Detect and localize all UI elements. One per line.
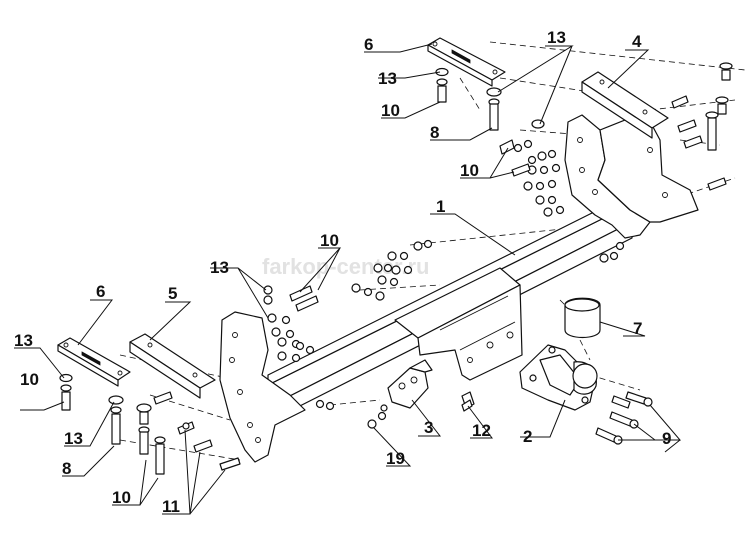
callout-10-upper: 10: [381, 101, 400, 120]
bracket-4: [581, 71, 669, 139]
bolts-lower-left: [59, 373, 241, 475]
callout-13-upper-right: 13: [547, 28, 566, 47]
callout-9: 9: [662, 429, 671, 448]
callout-3: 3: [424, 418, 433, 437]
callout-11: 11: [162, 497, 180, 516]
plate-6-lower: [57, 337, 131, 387]
callout-13-left: 13: [14, 331, 33, 350]
callout-10-middle: 10: [320, 231, 339, 250]
leader-lines: [14, 43, 682, 515]
callout-6-upper: 6: [364, 35, 373, 54]
bolts-upper: [435, 67, 545, 177]
socket-plate: [387, 359, 433, 409]
callout-13-bottom: 13: [64, 429, 83, 448]
left-side-plate: [219, 311, 306, 463]
nut-cluster-left: [263, 285, 335, 411]
nut-cluster-right: [523, 149, 625, 263]
crossbar-beam: [267, 199, 633, 415]
ball-cap: [564, 297, 601, 339]
bolt-12: [461, 391, 475, 412]
callout-4: 4: [632, 32, 642, 51]
callout-19: 19: [386, 449, 405, 468]
callout-10-right: 10: [460, 161, 479, 180]
callout-8-lower: 8: [62, 459, 71, 478]
towball-flange: [519, 344, 598, 411]
bracket-5: [129, 333, 216, 399]
callout-5: 5: [168, 284, 177, 303]
assembly-lines: [119, 41, 746, 461]
callout-6-lower: 6: [96, 282, 105, 301]
nut-cluster-center: [351, 239, 433, 301]
callout-1: 1: [436, 197, 445, 216]
callout-13-upper-left: 13: [378, 69, 397, 88]
bolts-far-right: [671, 62, 733, 191]
right-side-plate: [564, 111, 699, 239]
screws-19: [367, 404, 388, 429]
plate-6-upper: [427, 37, 506, 87]
callout-13-middle: 13: [210, 258, 229, 277]
callout-labels: 1 2 3 4 5 6 6 7 8 8 9 10 10 10 10 10 11 …: [14, 28, 671, 516]
callout-2: 2: [523, 427, 532, 446]
callout-10-left: 10: [20, 370, 39, 389]
callout-7: 7: [633, 319, 642, 338]
callout-12: 12: [472, 421, 491, 440]
callout-10-bottom: 10: [112, 488, 131, 507]
bolts-9: [595, 391, 653, 445]
fasteners: [59, 62, 733, 475]
callout-8-upper: 8: [430, 123, 439, 142]
